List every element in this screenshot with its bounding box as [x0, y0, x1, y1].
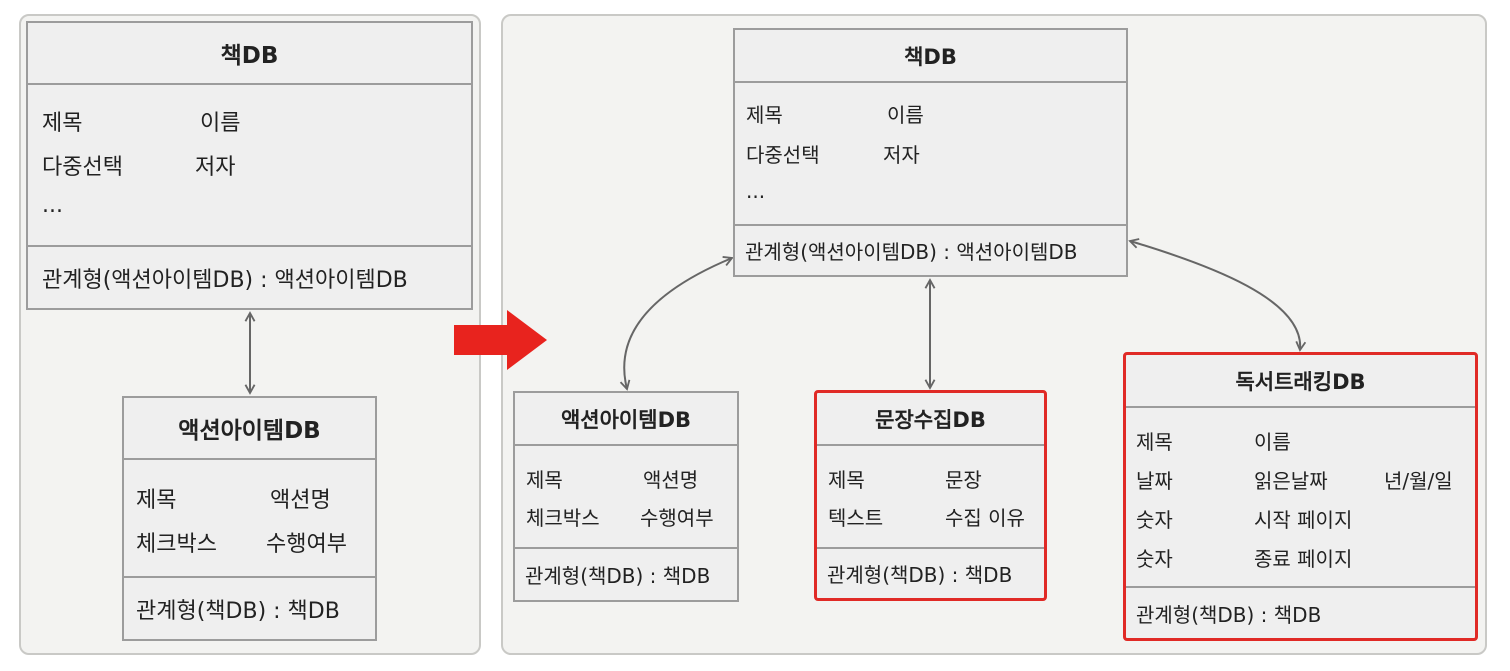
- db-relation: 관계형(책DB) : 책DB: [136, 598, 340, 624]
- field-ellipsis: ...: [42, 193, 63, 218]
- field-name: 이름: [1254, 430, 1291, 454]
- db-relation: 관계형(책DB) : 책DB: [525, 564, 711, 588]
- field-format: 년/월/일: [1384, 469, 1453, 493]
- field-type: 체크박스: [136, 532, 217, 557]
- db-title: 문장수집DB: [817, 393, 1044, 446]
- field-type: 텍스트: [828, 506, 884, 530]
- field-type: 날짜: [1136, 469, 1173, 493]
- before-action-db: 액션아이템DB 제목 액션명 체크박스 수행여부 관계형(책DB) : 책DB: [122, 396, 377, 641]
- db-fields: 제목 액션명 체크박스 수행여부: [515, 446, 737, 549]
- db-relation: 관계형(책DB) : 책DB: [827, 563, 1013, 587]
- field-ellipsis: ...: [746, 179, 766, 203]
- field-name: 문장: [945, 468, 982, 492]
- db-title: 책DB: [735, 30, 1126, 83]
- field-name: 시작 페이지: [1254, 508, 1353, 532]
- db-fields: 제목 문장 텍스트 수집 이유: [817, 446, 1044, 549]
- field-name: 저자: [883, 143, 920, 167]
- transition-arrow: [454, 310, 547, 370]
- field-type: 제목: [136, 488, 177, 513]
- field-name: 수행여부: [266, 532, 347, 557]
- db-relation: 관계형(액션아이템DB) : 액션아이템DB: [42, 267, 408, 293]
- field-type: 제목: [1136, 430, 1173, 454]
- field-name: 수행여부: [640, 506, 714, 530]
- after-book-db: 책DB 제목 이름 다중선택 저자 ... 관계형(액션아이템DB) : 액션아…: [733, 28, 1128, 277]
- field-name: 이름: [200, 111, 241, 136]
- field-name: 수집 이유: [945, 506, 1025, 530]
- db-title: 독서트래킹DB: [1126, 355, 1475, 408]
- db-title: 액션아이템DB: [515, 393, 737, 446]
- field-type: 다중선택: [746, 143, 820, 167]
- db-fields: 제목 이름 다중선택 저자 ...: [735, 83, 1126, 226]
- field-type: 제목: [828, 468, 865, 492]
- connector-book-action: [624, 258, 732, 389]
- db-fields: 제목 액션명 체크박스 수행여부: [124, 460, 375, 578]
- field-name: 저자: [195, 155, 236, 180]
- field-name: 액션명: [270, 488, 331, 513]
- before-book-db: 책DB 제목 이름 다중선택 저자 ... 관계형(액션아이템DB) : 액션아…: [26, 21, 473, 310]
- db-relation: 관계형(책DB) : 책DB: [1136, 602, 1322, 627]
- after-action-db: 액션아이템DB 제목 액션명 체크박스 수행여부 관계형(책DB) : 책DB: [513, 391, 739, 602]
- after-tracking-db: 독서트래킹DB 제목 이름 날짜 읽은날짜 년/월/일 숫자 시작 페이지 숫자…: [1123, 352, 1478, 641]
- field-type: 숫자: [1136, 508, 1173, 532]
- field-name: 이름: [887, 103, 924, 127]
- db-fields: 제목 이름 다중선택 저자 ...: [28, 85, 471, 247]
- after-sentence-db: 문장수집DB 제목 문장 텍스트 수집 이유 관계형(책DB) : 책DB: [814, 390, 1047, 601]
- field-name: 읽은날짜: [1254, 469, 1328, 493]
- db-fields: 제목 이름 날짜 읽은날짜 년/월/일 숫자 시작 페이지 숫자 종료 페이지: [1126, 408, 1475, 588]
- field-type: 제목: [526, 468, 563, 492]
- field-type: 체크박스: [526, 506, 600, 530]
- connector-book-tracking: [1130, 241, 1300, 350]
- field-name: 종료 페이지: [1254, 547, 1353, 571]
- field-type: 제목: [42, 111, 83, 136]
- db-title: 책DB: [28, 23, 471, 85]
- field-type: 다중선택: [42, 155, 123, 180]
- field-type: 숫자: [1136, 547, 1173, 571]
- db-relation: 관계형(액션아이템DB) : 액션아이템DB: [745, 240, 1078, 264]
- field-name: 액션명: [643, 468, 699, 492]
- field-type: 제목: [746, 103, 783, 127]
- db-title: 액션아이템DB: [124, 398, 375, 460]
